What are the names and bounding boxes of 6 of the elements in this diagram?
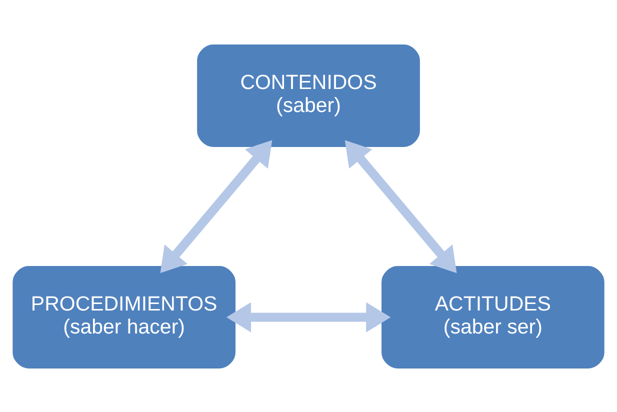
- arrow: [344, 140, 457, 273]
- arrow: [226, 302, 391, 332]
- node-box: CONTENIDOS (saber): [197, 44, 420, 146]
- node-box: ACTITUDES (saber ser): [382, 266, 604, 368]
- node-box: PROCEDIMIENTOS (saber hacer): [12, 266, 236, 368]
- arrow: [160, 140, 272, 273]
